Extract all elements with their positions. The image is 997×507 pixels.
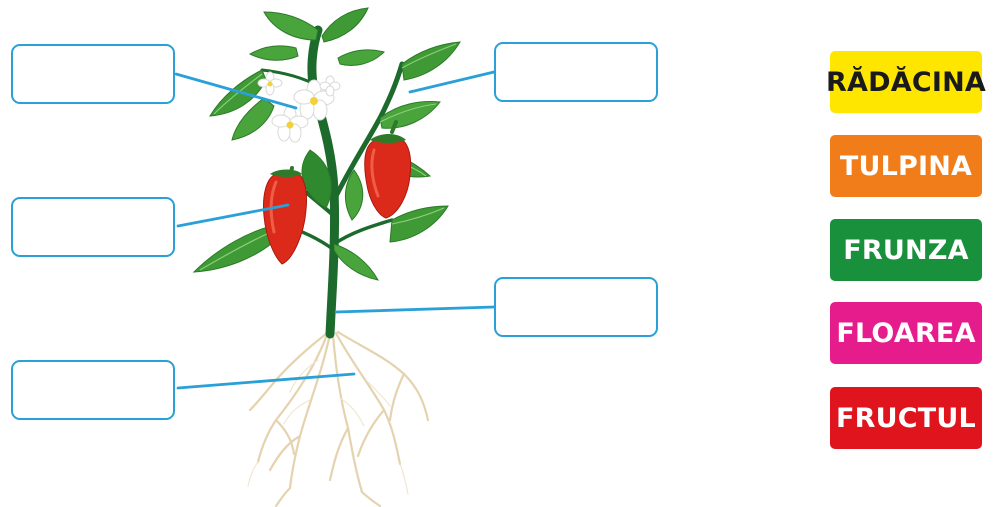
roots [250, 332, 428, 506]
label-chip-frunza[interactable]: FRUNZA [830, 219, 982, 281]
label-chip-fructul[interactable]: FRUCTUL [830, 387, 982, 449]
label-chip-radacina[interactable]: RĂDĂCINA [830, 51, 982, 113]
answer-box-leaf[interactable] [494, 42, 658, 102]
answer-box-flower[interactable] [11, 44, 175, 104]
leader-line-root [178, 374, 354, 388]
answer-box-root[interactable] [11, 360, 175, 420]
leader-line-stem [336, 307, 494, 312]
answer-box-stem[interactable] [494, 277, 658, 337]
label-chip-tulpina[interactable]: TULPINA [830, 135, 982, 197]
label-chip-floarea[interactable]: FLOAREA [830, 302, 982, 364]
answer-box-fruit[interactable] [11, 197, 175, 257]
